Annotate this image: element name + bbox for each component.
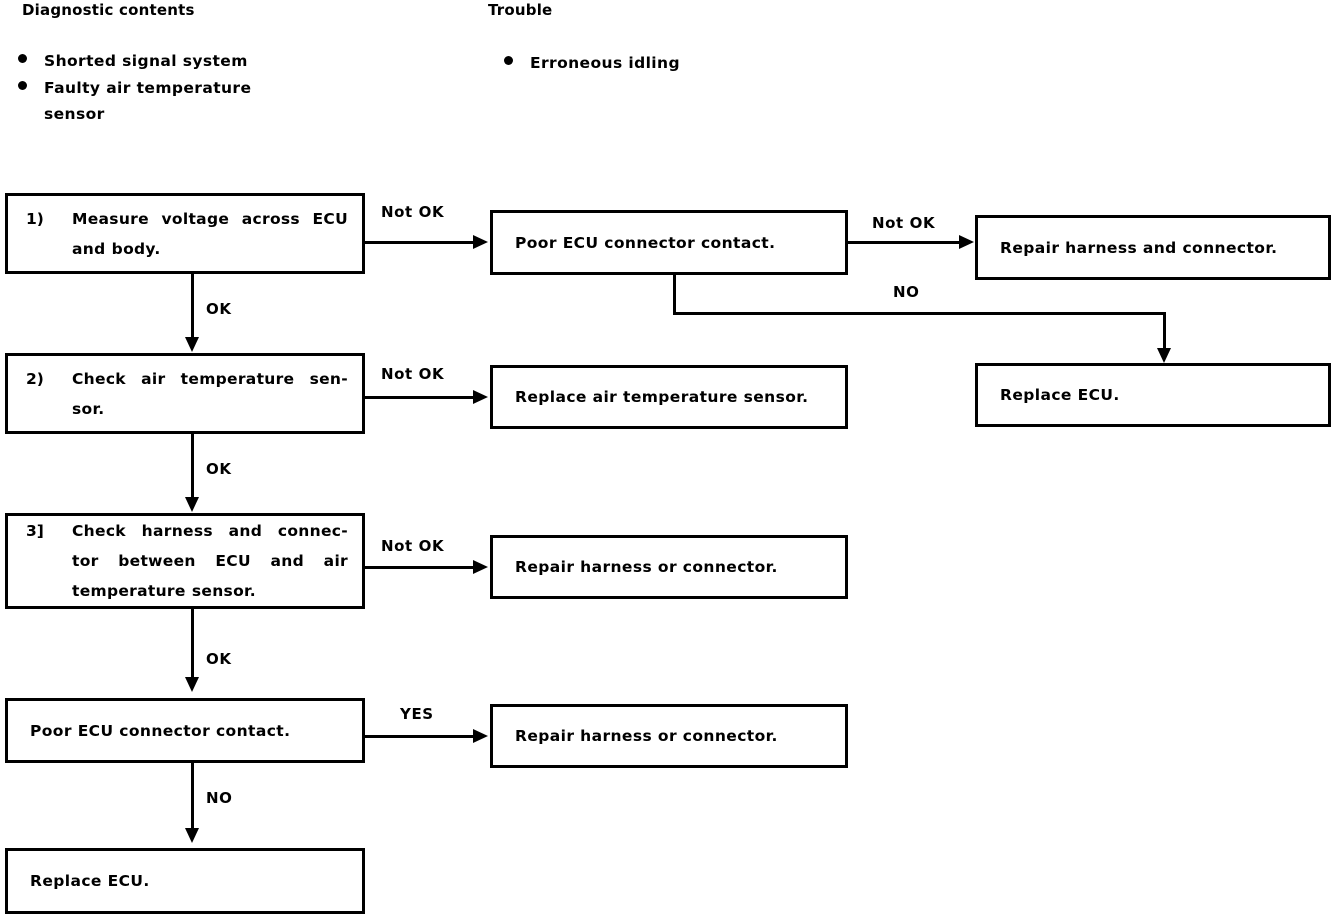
edge-label-ok-1: OK xyxy=(206,300,232,318)
step-2-text: Check air temperature sen- sor. xyxy=(72,369,348,418)
step-3-text: Check harness and connec- tor between EC… xyxy=(72,522,348,600)
arrowhead-down xyxy=(1157,348,1171,363)
edge-poorcontact2-to-replaceecu xyxy=(191,763,194,833)
diagnostic-item-2-label: Faulty air temperature sensor xyxy=(44,79,252,123)
edge-label-no-top: NO xyxy=(893,283,920,301)
repair-harness-or-connector-2-label: Repair harness or connector. xyxy=(515,727,778,745)
trouble-item-1-label: Erroneous idling xyxy=(530,54,680,72)
edge-label-not-ok-1: Not OK xyxy=(381,203,445,221)
replace-ecu-right-label: Replace ECU. xyxy=(1000,386,1120,404)
repair-harness-and-connector-box[interactable]: Repair harness and connector. xyxy=(975,215,1331,280)
edge-label-not-ok-4: Not OK xyxy=(381,537,445,555)
step-1-text: Measure voltage across ECU and body. xyxy=(72,209,348,258)
repair-harness-or-connector-1-box[interactable]: Repair harness or connector. xyxy=(490,535,848,599)
arrowhead-down xyxy=(185,828,199,843)
edge-label-yes: YES xyxy=(400,705,434,723)
edge-no-top-segment-down2 xyxy=(1163,312,1166,354)
edge-no-top-segment-right xyxy=(673,312,1166,315)
edge-step2-to-step3 xyxy=(191,434,194,502)
replace-ecu-bottom-box[interactable]: Replace ECU. xyxy=(5,848,365,914)
step-3-box[interactable]: 3] Check harness and connec- tor between… xyxy=(5,513,365,609)
edge-step2-to-replacesensor xyxy=(365,396,475,399)
poor-ecu-contact-top-box[interactable]: Poor ECU connector contact. xyxy=(490,210,848,275)
arrowhead-right xyxy=(473,235,488,249)
step-2-number: 2) xyxy=(26,369,44,388)
diagnostic-item-1-label: Shorted signal system xyxy=(44,52,248,70)
edge-no-top-segment-down xyxy=(673,275,676,315)
arrowhead-right xyxy=(959,235,974,249)
edge-step3-to-poorcontact2 xyxy=(191,609,194,681)
bullet-icon xyxy=(18,54,27,63)
repair-harness-or-connector-1-label: Repair harness or connector. xyxy=(515,558,778,576)
poor-ecu-contact-top-label: Poor ECU connector contact. xyxy=(515,233,776,252)
bullet-icon xyxy=(18,81,27,90)
replace-ecu-right-box[interactable]: Replace ECU. xyxy=(975,363,1331,427)
replace-air-temp-sensor-label: Replace air temperature sensor. xyxy=(515,388,809,406)
step-1-number: 1) xyxy=(26,209,44,228)
edge-poorcontact2-to-repair2 xyxy=(365,735,475,738)
bullet-icon xyxy=(504,56,513,65)
arrowhead-right xyxy=(473,560,488,574)
trouble-title: Trouble xyxy=(488,1,553,19)
edge-label-ok-3: OK xyxy=(206,650,232,668)
edge-label-not-ok-2: Not OK xyxy=(872,214,936,232)
edge-label-not-ok-3: Not OK xyxy=(381,365,445,383)
arrowhead-down xyxy=(185,497,199,512)
step-1-box[interactable]: 1) Measure voltage across ECU and body. xyxy=(5,193,365,274)
step-3-number: 3] xyxy=(26,522,44,540)
poor-ecu-contact-bottom-label: Poor ECU connector contact. xyxy=(30,721,291,740)
edge-step1-to-poorcontact xyxy=(365,241,475,244)
arrowhead-right xyxy=(473,729,488,743)
replace-ecu-bottom-label: Replace ECU. xyxy=(30,872,150,890)
trouble-item-1: Erroneous idling xyxy=(504,50,680,76)
repair-harness-and-connector-label: Repair harness and connector. xyxy=(1000,238,1278,257)
edge-label-ok-2: OK xyxy=(206,460,232,478)
diagnostic-contents-title: Diagnostic contents xyxy=(22,1,195,19)
arrowhead-down xyxy=(185,337,199,352)
edge-step3-to-repair1 xyxy=(365,566,475,569)
arrowhead-down xyxy=(185,677,199,692)
edge-label-no-bottom: NO xyxy=(206,789,233,807)
replace-air-temp-sensor-box[interactable]: Replace air temperature sensor. xyxy=(490,365,848,429)
poor-ecu-contact-bottom-box[interactable]: Poor ECU connector contact. xyxy=(5,698,365,763)
step-2-box[interactable]: 2) Check air temperature sen- sor. xyxy=(5,353,365,434)
repair-harness-or-connector-2-box[interactable]: Repair harness or connector. xyxy=(490,704,848,768)
arrowhead-right xyxy=(473,390,488,404)
edge-poorcontact-to-repair xyxy=(848,241,961,244)
diagnostic-item-1: Shorted signal system xyxy=(18,48,248,74)
edge-step1-to-step2 xyxy=(191,274,194,342)
diagnostic-item-2: Faulty air temperature sensor xyxy=(18,75,251,127)
